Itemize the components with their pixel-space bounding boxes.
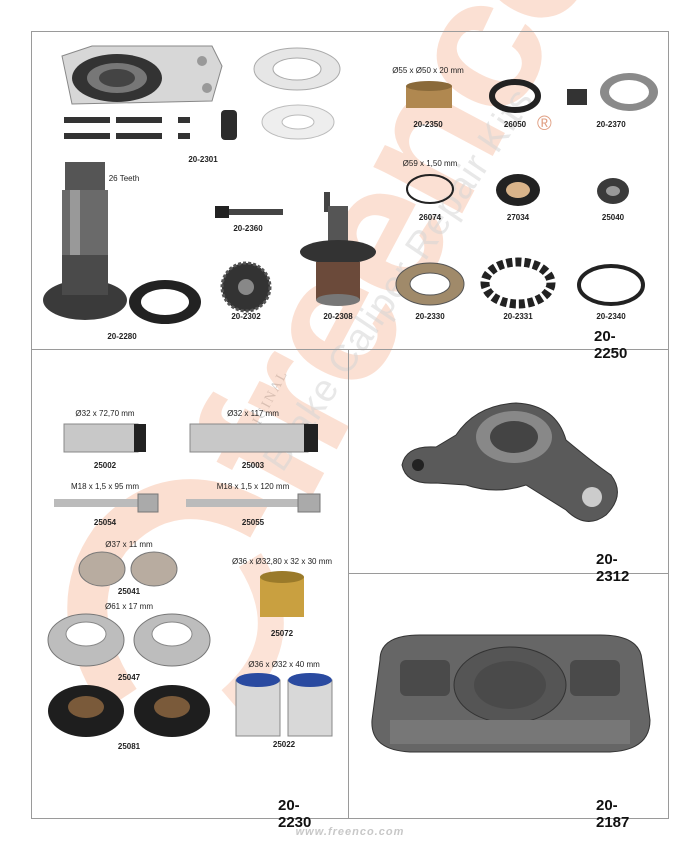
divider-top: [31, 349, 669, 350]
oil-seal-image: [496, 174, 540, 206]
part-label: 20-2280: [107, 332, 137, 341]
part-label: 20-2302: [231, 312, 261, 321]
needle-bearing-image: [395, 262, 465, 306]
wire-ring-image: [577, 264, 645, 306]
part-label: 20-2330: [415, 312, 445, 321]
part-label: 20-2340: [596, 312, 626, 321]
white-washer-image: [261, 104, 335, 140]
kit-code: 20-2250: [594, 328, 628, 362]
kit-code: 20-2230: [278, 797, 312, 831]
part-dimension: Ø37 x 11 mm: [105, 540, 153, 549]
housing-flange-image: [61, 45, 223, 105]
part-dimension: M18 x 1,5 x 120 mm: [216, 482, 290, 491]
part-label: 27034: [506, 213, 530, 222]
part-label: 25055: [241, 518, 265, 527]
part-dimension: Ø55 x Ø50 x 20 mm: [392, 66, 464, 75]
brass-bushing-image: [260, 571, 304, 617]
part-dimension: M18 x 1,5 x 95 mm: [70, 482, 140, 491]
part-label: 25002: [93, 461, 117, 470]
part-label: 20-2360: [233, 224, 263, 233]
open-clip-ring-image: [489, 79, 541, 113]
ball-bearing-ring-image: [480, 257, 556, 309]
part-label: 26074: [418, 213, 442, 222]
part-label: 25081: [117, 742, 141, 751]
gear-shaft-image: [43, 162, 127, 320]
part-label: 25022: [272, 740, 296, 749]
bolt-120mm-image: [186, 493, 321, 513]
ptfe-bushing-pair-image: [235, 673, 333, 737]
part-label: 25040: [601, 213, 625, 222]
adjuster-screw-image: [215, 206, 283, 218]
part-dimension: Ø32 x 72,70 mm: [75, 409, 135, 418]
adjuster-lever-image: [401, 402, 618, 522]
part-label: 20-2301: [188, 155, 218, 164]
part-label: 25041: [117, 587, 141, 596]
bolts-set-image: [64, 117, 190, 139]
bolt-95mm-image: [54, 493, 159, 513]
guide-pin-short-image: [63, 423, 146, 453]
website-footer[interactable]: www.freenco.com: [295, 826, 405, 838]
part-label: 20-2370: [596, 120, 626, 129]
part-dimension: 26 Teeth: [108, 174, 140, 183]
guide-pin-long-image: [189, 423, 318, 453]
kit-code: 20-2312: [596, 551, 630, 585]
white-seal-ring-image: [253, 47, 341, 91]
small-gear-image: [220, 261, 272, 313]
pressure-plate-image: [371, 634, 651, 753]
part-dimension: Ø61 x 17 mm: [104, 602, 154, 611]
part-label: 25054: [93, 518, 117, 527]
part-label: 20-2350: [413, 120, 443, 129]
registered-mark: ®: [537, 113, 552, 135]
circlip-image: [406, 174, 454, 204]
part-label: 26050: [503, 120, 527, 129]
catalog-frame: [31, 31, 669, 819]
divider-right: [348, 573, 669, 574]
gear-spring-assembly-image: [300, 192, 376, 306]
part-dimension: Ø32 x 117 mm: [227, 409, 279, 418]
bronze-bushing-image: [406, 81, 452, 108]
part-dimension: Ø36 x Ø32 x 40 mm: [248, 660, 320, 669]
split-ring-image: [129, 280, 201, 324]
kit-code: 20-2187: [596, 797, 630, 831]
seal-cup-pair-image: [47, 613, 211, 667]
part-label: 20-2331: [503, 312, 533, 321]
part-label: 25072: [270, 629, 294, 638]
part-dimension: Ø59 x 1,50 mm: [402, 159, 458, 168]
part-label: 25047: [117, 673, 141, 682]
small-seal-cap-image: [597, 178, 629, 204]
divider-vertical: [348, 349, 349, 819]
part-label: 25003: [241, 461, 265, 470]
part-label: 20-2308: [323, 312, 353, 321]
mesh-sleeve-image: [600, 73, 658, 111]
small-bushing-image: [567, 89, 587, 105]
rubber-boot-pair-image: [48, 685, 210, 737]
part-dimension: Ø36 x Ø32,80 x 32 x 30 mm: [231, 557, 333, 566]
cap-pair-image: [78, 551, 178, 587]
sleeve-nut-image: [221, 110, 237, 140]
